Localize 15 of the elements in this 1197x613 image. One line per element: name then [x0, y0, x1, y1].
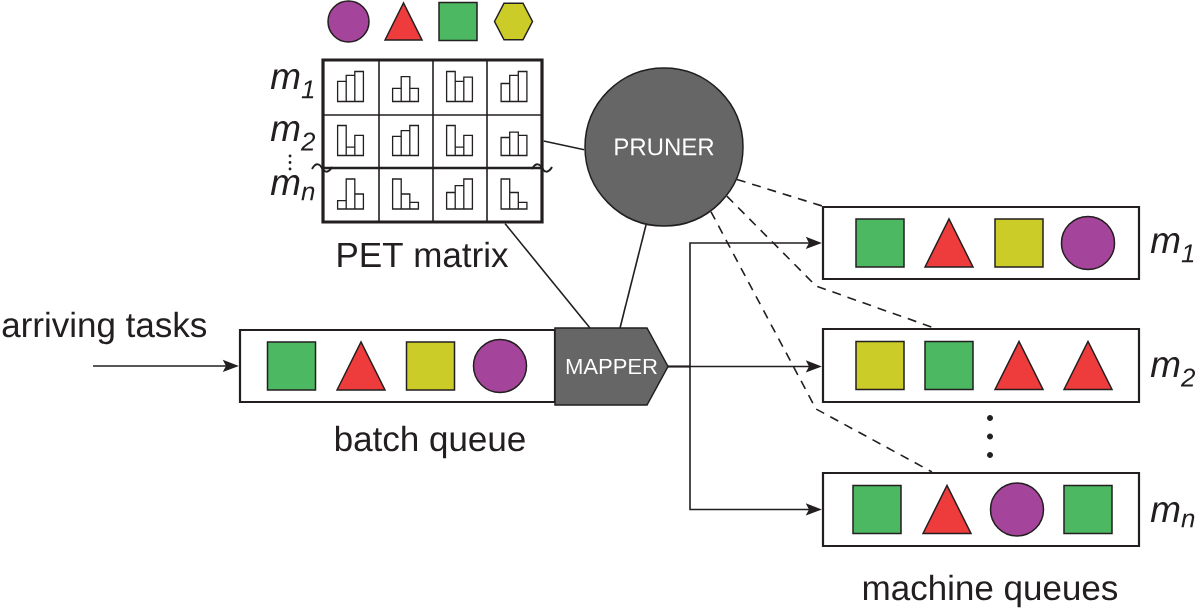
matrix-table: [321, 58, 544, 224]
machine-label: m$_{2}$: [1150, 357, 1196, 387]
machine-label: m$_{1}$: [1150, 233, 1194, 263]
row-label: m$_{1}$: [270, 69, 314, 99]
table-caption: PET matrix: [338, 241, 509, 268]
machine-label: m$_{n}$: [1150, 502, 1195, 528]
row-label: m$_{n}$: [270, 175, 315, 201]
dashed-line: [710, 210, 933, 473]
connector-line: [542, 140, 586, 151]
connector-line: [619, 223, 647, 329]
input-label: arriving tasks: [2, 311, 207, 345]
row-label: m$_{2}$: [270, 121, 316, 151]
connector-line: [504, 222, 591, 329]
dashed-line: [736, 178, 823, 207]
queue-caption: batch queue: [335, 425, 525, 459]
